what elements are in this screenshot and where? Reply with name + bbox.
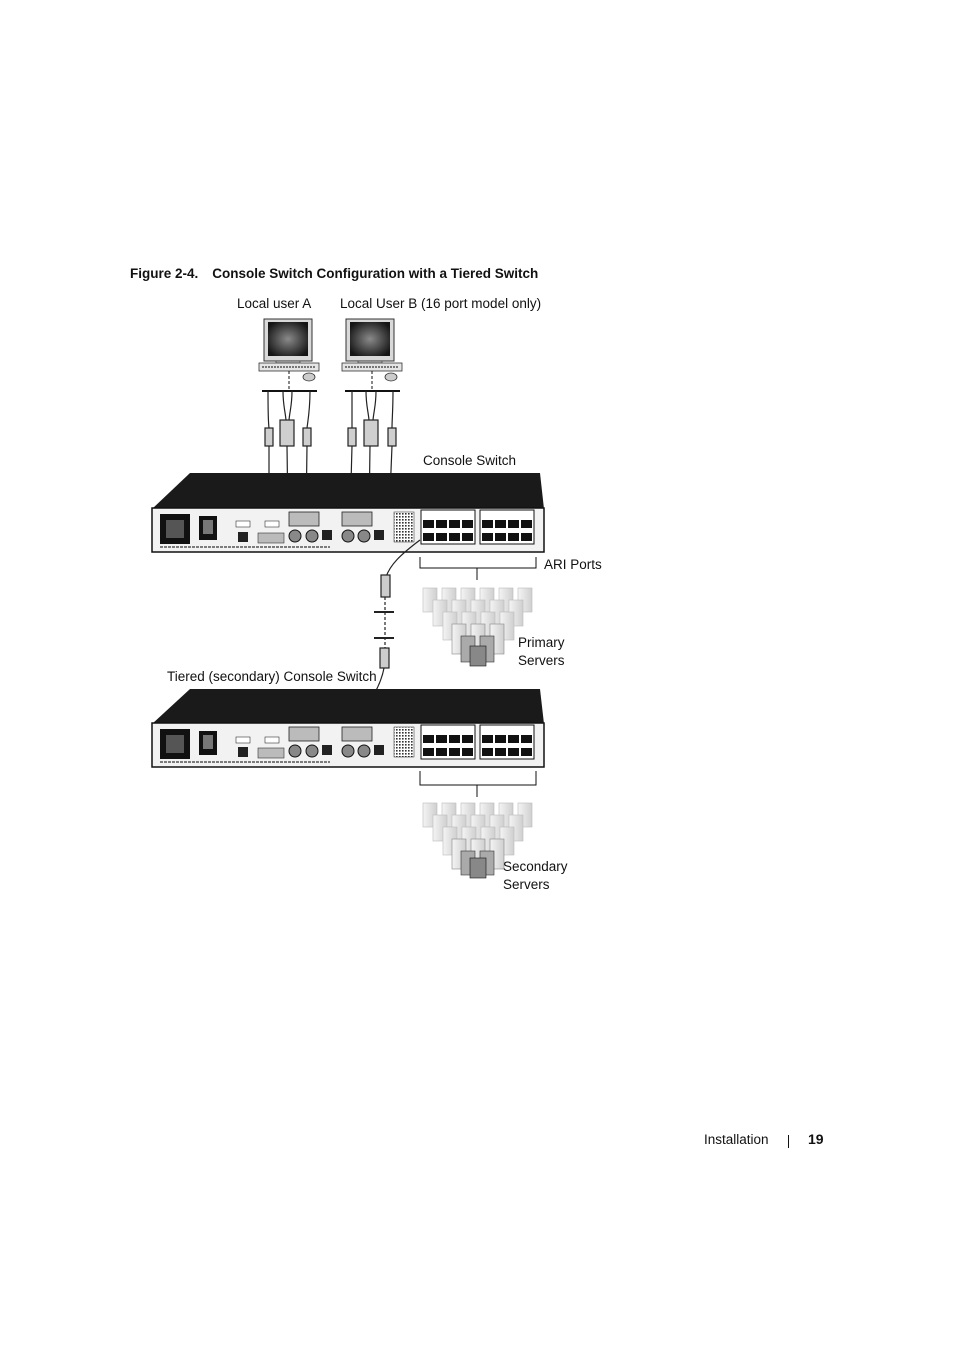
footer-separator xyxy=(788,1135,789,1148)
secondary-servers xyxy=(422,802,533,879)
workstation-a xyxy=(258,318,320,392)
tiered-switch-label: Tiered (secondary) Console Switch xyxy=(167,669,377,684)
local-user-b-label: Local User B (16 port model only) xyxy=(340,296,542,311)
ari-ports-label: ARI Ports xyxy=(544,557,602,572)
figure-title: Console Switch Configuration with a Tier… xyxy=(212,266,539,281)
console-switch-label: Console Switch xyxy=(423,453,517,468)
primary-servers-label: Primary Servers xyxy=(518,635,565,668)
local-user-a-label: Local user A xyxy=(237,296,312,311)
footer-section-title: Installation xyxy=(704,1132,769,1147)
figure-number: Figure 2-4. xyxy=(130,266,199,281)
figure-caption: Figure 2-4. Console Switch Configuration … xyxy=(130,266,538,281)
workstation-b xyxy=(341,318,403,392)
primary-console-switch xyxy=(151,473,545,553)
secondary-servers-label: Secondary Servers xyxy=(503,859,568,892)
page-number: 19 xyxy=(808,1131,824,1147)
secondary-ports-bracket xyxy=(419,771,537,797)
ari-ports-bracket xyxy=(419,557,537,580)
cables-user-a xyxy=(264,390,312,521)
primary-servers xyxy=(422,587,533,667)
secondary-console-switch xyxy=(151,689,545,768)
